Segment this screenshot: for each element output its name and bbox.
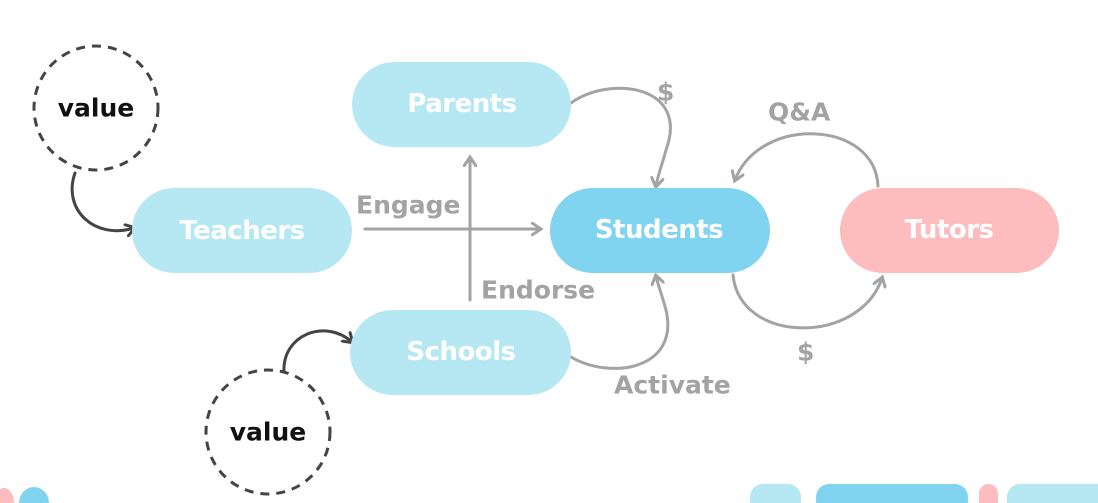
edge-label-parents-students: $ xyxy=(657,78,674,107)
node-teachers: Teachers xyxy=(132,188,352,273)
node-label: Students xyxy=(595,215,723,245)
arrow-parents-to-students xyxy=(569,86,672,186)
footer-decoration xyxy=(0,484,1098,503)
node-label: Teachers xyxy=(179,216,304,246)
node-label: Tutors xyxy=(905,215,994,245)
node-parents: Parents xyxy=(352,62,571,147)
arrow-students-to-tutors xyxy=(731,273,882,330)
node-schools: Schools xyxy=(350,310,571,395)
value-bubble-schools: value xyxy=(204,368,332,496)
value-label: value xyxy=(58,94,135,123)
node-label: Schools xyxy=(406,337,515,367)
node-students: Students xyxy=(550,188,770,273)
node-tutors: Tutors xyxy=(840,188,1059,273)
edge-label-endorse: Endorse xyxy=(481,276,595,305)
arrow-tutors-to-students xyxy=(735,132,880,188)
node-label: Parents xyxy=(407,89,516,119)
arrow-schools-to-students xyxy=(569,276,670,370)
arrow-value-to-teachers xyxy=(70,171,134,231)
arrow-value-to-schools xyxy=(282,329,352,374)
edge-label-activate: Activate xyxy=(614,371,731,400)
value-bubble-teachers: value xyxy=(32,44,160,172)
edge-label-qa: Q&A xyxy=(768,98,831,127)
edge-label-engage: Engage xyxy=(356,191,461,220)
value-label: value xyxy=(230,418,307,447)
edge-label-students-tutors: $ xyxy=(797,338,814,367)
